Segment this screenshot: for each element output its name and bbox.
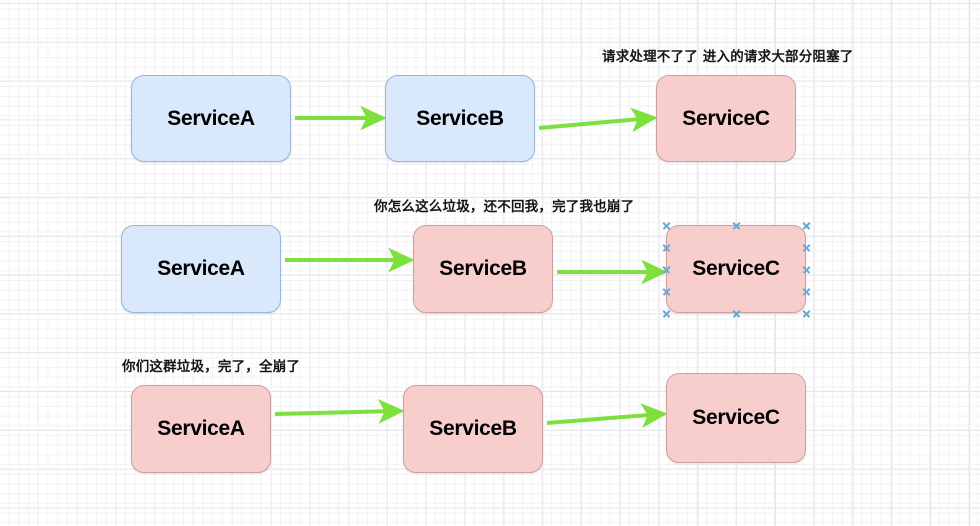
annotation-text-2[interactable]: 你怎么这么垃圾，还不回我，完了我也崩了 [374,199,635,215]
service-node-a-row1[interactable]: ServiceA [131,75,291,162]
service-node-label: ServiceA [157,417,245,440]
service-node-label: ServiceC [682,106,770,130]
service-node-label: ServiceA [167,106,255,130]
service-node-b-row2[interactable]: ServiceB [413,225,553,313]
service-node-c-row2[interactable]: ServiceC [666,225,806,313]
annotation-text-1[interactable]: 请求处理不了了 进入的请求大部分阻塞了 [602,49,854,65]
service-node-label: ServiceB [429,417,517,440]
service-node-c-row1[interactable]: ServiceC [656,75,796,162]
service-node-label: ServiceB [439,257,527,280]
service-node-label: ServiceA [157,257,245,280]
resize-handle[interactable] [802,309,811,318]
service-node-a-row3[interactable]: ServiceA [131,385,271,473]
service-node-b-row1[interactable]: ServiceB [385,75,535,162]
flow-arrow[interactable] [546,403,668,428]
resize-handle[interactable] [662,309,671,318]
service-node-label: ServiceB [416,106,504,130]
service-node-a-row2[interactable]: ServiceA [121,225,281,313]
service-node-c-row3[interactable]: ServiceC [666,373,806,463]
flow-arrow[interactable] [274,399,405,424]
flow-arrow[interactable] [538,107,658,133]
annotation-text-3[interactable]: 你们这群垃圾，完了，全崩了 [122,359,301,375]
resize-handle[interactable] [802,221,811,230]
service-node-label: ServiceC [692,406,780,429]
service-node-label: ServiceC [692,257,780,280]
service-node-b-row3[interactable]: ServiceB [403,385,543,473]
